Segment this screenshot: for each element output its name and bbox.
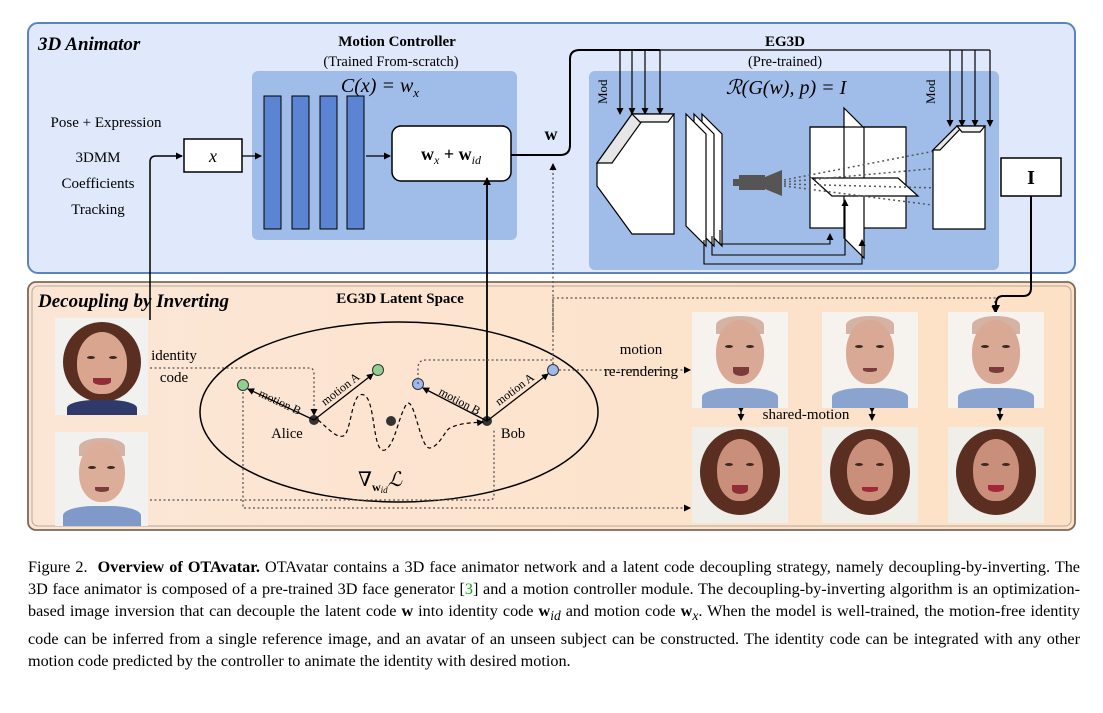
caption-text-5: . When the model is well-trained, the mo… (28, 602, 1080, 671)
decoupling-panel (27, 281, 1076, 531)
man-photo-path (150, 428, 495, 501)
node-green (372, 364, 384, 376)
caption-sym-wid-sub: id (550, 608, 561, 624)
photo-man-reference (55, 432, 148, 526)
controller-layer (291, 95, 310, 230)
photo-woman-rerender-3 (948, 427, 1044, 523)
motion-controller-title: Motion Controller (338, 34, 456, 50)
output-dotted-path (552, 297, 999, 330)
gradient-expression: ∇widℒ (358, 469, 403, 495)
output-to-photo-arrow (992, 196, 1032, 313)
sum-expression: wx + wid (421, 144, 482, 167)
caption-text-4: and motion code (560, 602, 681, 621)
photo-man-rerender-1 (692, 312, 788, 408)
latent-space-ellipse (199, 321, 599, 503)
caption-label: Figure 2. (28, 558, 88, 576)
mod-right-label: Mod (923, 79, 938, 104)
generator-block-right (931, 125, 987, 230)
caption-citation-link[interactable]: 3 (464, 580, 473, 599)
camera-icon (733, 170, 782, 196)
output-image-box (1000, 157, 1062, 197)
photo-man-rerender-3 (948, 312, 1044, 408)
bob-label: Bob (501, 426, 525, 442)
caption-sym-wx-sub: x (692, 608, 699, 624)
caption-sym-w: w (401, 602, 414, 621)
controller-layer (346, 95, 365, 230)
caption-text-1: OTAvatar contains a 3D face animator net… (28, 558, 1080, 599)
caption-title: Overview of OTAvatar. (97, 558, 260, 576)
sum-box (391, 125, 512, 182)
w-symbol: w (545, 124, 558, 144)
sum-to-eg3d-arrow (511, 49, 660, 156)
caption-text-2: ] and a motion controller module. The de… (28, 580, 1080, 621)
photo-woman-rerender-1 (692, 427, 788, 523)
photo-woman-reference (55, 318, 148, 415)
x-symbol: x (208, 146, 217, 166)
figure-caption: Figure 2. Overview of OTAvatar. OTAvatar… (28, 556, 1080, 672)
animator-title: 3D Animator (37, 34, 141, 55)
photo-man-rerender-2 (822, 312, 918, 408)
identity-to-alice-path (150, 367, 318, 416)
mod-left-label: Mod (595, 79, 610, 104)
rerender-label-2: re-rendering (604, 364, 679, 380)
shared-motion-label: shared-motion (763, 407, 850, 423)
controller-layer (263, 95, 282, 230)
caption-sym-wx: w (680, 602, 693, 621)
overview-diagram: 3D Animator Pose + Expression 3DMM Coeff… (27, 22, 1076, 531)
optimization-path (317, 394, 484, 451)
x-input-box (183, 138, 243, 173)
motion-controller-subtitle: (Trained From-scratch) (323, 54, 458, 70)
output-symbol: I (1027, 167, 1035, 189)
input-pose-expression: Pose + Expression (51, 115, 162, 131)
shared-motion-arrows (737, 406, 1004, 421)
feature-planes (685, 112, 723, 248)
rerender-top-path (417, 359, 553, 384)
identity-label: identity (151, 348, 197, 364)
input-tracking: Tracking (71, 202, 125, 218)
camera-rays (783, 149, 941, 207)
alice-label: Alice (271, 426, 302, 442)
alice-down-path (242, 392, 691, 512)
latent-space-title: EG3D Latent Space (336, 291, 464, 307)
caption-text-3: into identity code (413, 602, 539, 621)
input-coefficients: Coefficients (61, 176, 134, 192)
rerender-label-1: motion (620, 342, 663, 358)
node-blue (547, 364, 559, 376)
eg3d-subtitle: (Pre-trained) (748, 54, 822, 70)
identity-code-label: code (160, 370, 189, 386)
decoupling-title: Decoupling by Inverting (37, 291, 229, 312)
motion-arrows (247, 373, 549, 422)
tracking-input-arrow (149, 152, 183, 320)
caption-sym-wid: w (538, 602, 551, 621)
eg3d-title: EG3D (765, 34, 805, 50)
photo-woman-rerender-2 (822, 427, 918, 523)
mod-connectors (616, 49, 994, 127)
eg3d-formula: ℛ(G(w), p) = I (726, 77, 848, 99)
node-center (386, 416, 396, 426)
controller-layer (319, 95, 338, 230)
input-3dmm: 3DMM (75, 150, 120, 166)
generator-block-left (595, 113, 676, 235)
triplane-volume (809, 106, 920, 260)
node-green (237, 379, 249, 391)
controller-formula: C(x) = wx (341, 75, 419, 100)
plane-connectors (703, 199, 866, 265)
